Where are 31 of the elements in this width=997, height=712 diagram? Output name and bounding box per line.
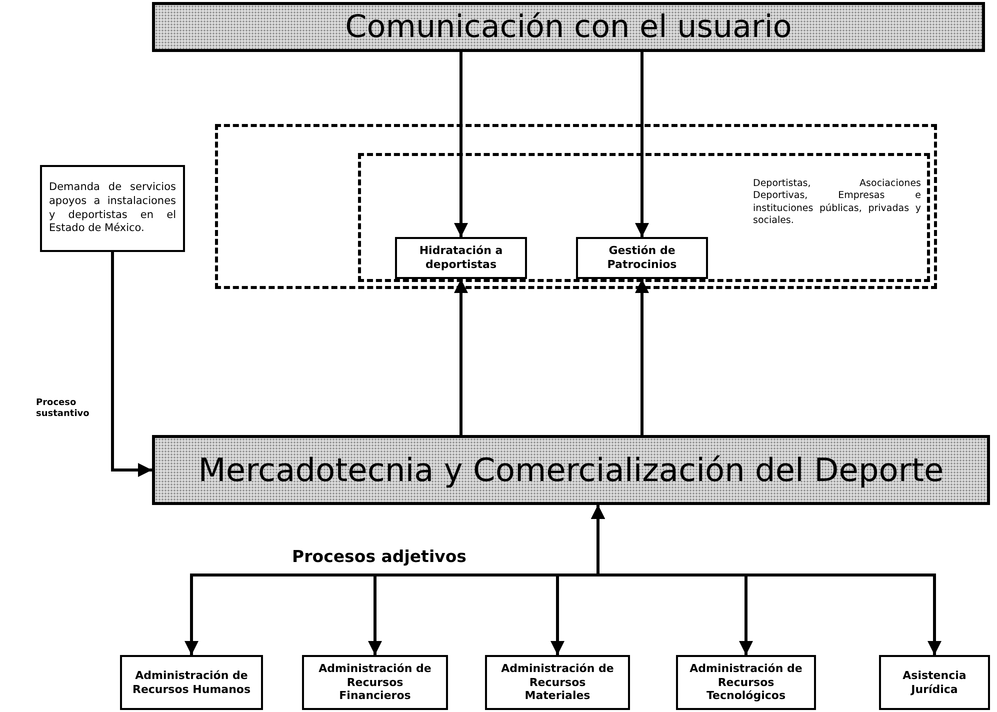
- box-label: Gestión de Patrocinios: [606, 244, 678, 272]
- note-text: Deportistas, Asociaciones Deportivas, Empresas e instituciones públicas, privadas y sociales.: [753, 178, 921, 228]
- process-box: [576, 237, 708, 279]
- arrow: [454, 52, 468, 237]
- box-label: Hidratación a deportistas: [418, 244, 504, 272]
- input-box: [40, 165, 185, 252]
- annotation-label: Procesos adjetivos: [292, 546, 468, 568]
- box-label: Asistencia Jurídica: [902, 668, 968, 696]
- arrow: [635, 52, 649, 237]
- box-label: Demanda de servicios apoyos a instalaciones y deportistas en el Estado de México.: [49, 181, 176, 236]
- arrow: [454, 279, 468, 435]
- process-box: [302, 655, 448, 710]
- title-banner: [152, 2, 985, 52]
- title-banner: [152, 435, 990, 505]
- arrow: [635, 279, 649, 435]
- box-label: Administración de Recursos Tecnológicos: [688, 662, 804, 704]
- annotation-label: Proceso sustantivo: [36, 398, 90, 420]
- box-label: Administración de Recursos Humanos: [132, 668, 251, 696]
- box-label: Administración de Recursos Materiales: [500, 662, 615, 704]
- dashed-region: [215, 124, 937, 289]
- process-box: [395, 237, 527, 279]
- banner-title: Mercadotecnia y Comercialización del Deporte: [198, 451, 944, 489]
- process-box: [879, 655, 990, 710]
- arrow: [111, 252, 152, 477]
- dashed-region: [358, 153, 930, 282]
- process-box: [485, 655, 630, 710]
- process-box: [120, 655, 263, 710]
- banner-title: Comunicación con el usuario: [345, 9, 792, 45]
- box-label: Administración de Recursos Financieros: [318, 662, 432, 704]
- arrow: [591, 505, 942, 655]
- process-box: [676, 655, 816, 710]
